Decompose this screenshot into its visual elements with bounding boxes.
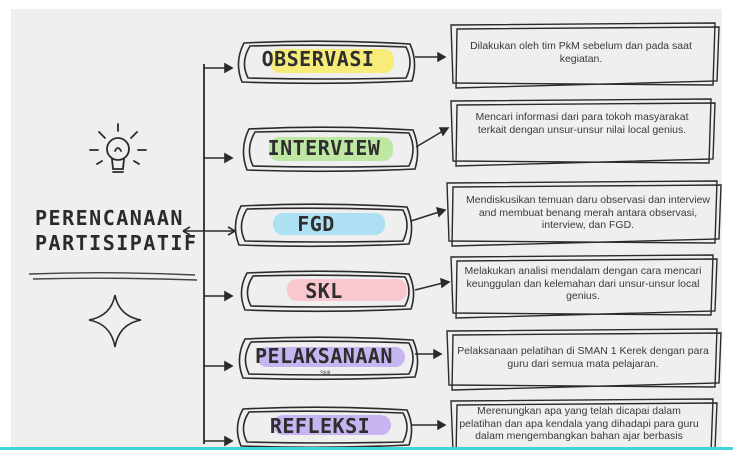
step-desc-observasi: Dilakukan oleh tim PkM sebelum dan pada … (470, 40, 692, 65)
step-desc-skl: Melakukan analisi mendalam dengan cara m… (464, 265, 702, 302)
desc-box-outline-fgd (451, 184, 722, 247)
desc-box-refleksi (450, 398, 714, 450)
pill-inner-observasi (243, 44, 411, 80)
title-underline (28, 272, 198, 281)
highlight-refleksi (273, 415, 391, 435)
pill-inner-skl (246, 274, 410, 308)
pill-box-interview (242, 126, 419, 173)
highlight-pelaksanaan (257, 347, 405, 367)
pill-box-fgd (234, 203, 413, 248)
step-label-fgd: FGD (297, 212, 335, 236)
desc-box-outline-observasi (455, 26, 720, 89)
connector-lines (28, 22, 722, 450)
step-desc-pelaksanaan: Pelaksanaan pelatihan di SMAN 1 Kerek de… (457, 345, 709, 370)
highlight-fgd (273, 213, 385, 235)
desc-box-outline-interview (455, 102, 716, 167)
pill-inner-refleksi (242, 410, 408, 444)
desc-box-interview (450, 98, 712, 164)
desc-box-skl (450, 254, 714, 316)
diagram-board: PERENCANAAN PARTISIPATIF OBSERVASI INTER… (11, 9, 722, 450)
bottom-accent-line (0, 447, 733, 450)
desc-box-fgd (446, 180, 718, 244)
pill-box-pelaksanaan (238, 336, 419, 381)
desc-box-outline-pelaksanaan (451, 332, 722, 391)
highlight-skl (287, 279, 407, 301)
desc-box-pelaksanaan (446, 328, 718, 388)
step-note-pelaksanaan: SML (320, 371, 333, 377)
title-line-2: PARTISIPATIF (35, 231, 198, 255)
step-desc-refleksi: Merenungkan apa yang telah dicapai dalam… (459, 405, 699, 442)
step-label-observasi: OBSERVASI (261, 47, 375, 71)
pill-box-skl (240, 270, 415, 313)
pill-inner-pelaksanaan (244, 340, 414, 376)
step-desc-fgd: Mendiskusikan temuan daru observasi dan … (466, 194, 710, 231)
pill-inner-interview (248, 130, 414, 168)
step-label-interview: INTERVIEW (267, 136, 381, 160)
step-desc-interview: Mencari informasi dari para tokoh masyar… (475, 111, 689, 136)
lightbulb-icon (89, 123, 147, 173)
pill-inner-fgd (240, 207, 408, 243)
title-line-1: PERENCANAAN (35, 206, 184, 230)
pill-box-refleksi (236, 406, 413, 449)
highlight-interview (269, 137, 393, 161)
desc-box-outline-skl (455, 258, 718, 319)
sparkle-icon (88, 294, 142, 348)
step-label-refleksi: REFLEKSI (269, 414, 371, 438)
pill-box-observasi (237, 40, 416, 85)
step-label-pelaksanaan: PELAKSANAAN (255, 344, 393, 368)
desc-box-observasi (450, 22, 716, 86)
highlight-observasi (270, 49, 394, 73)
step-label-skl: SKL (305, 279, 343, 303)
